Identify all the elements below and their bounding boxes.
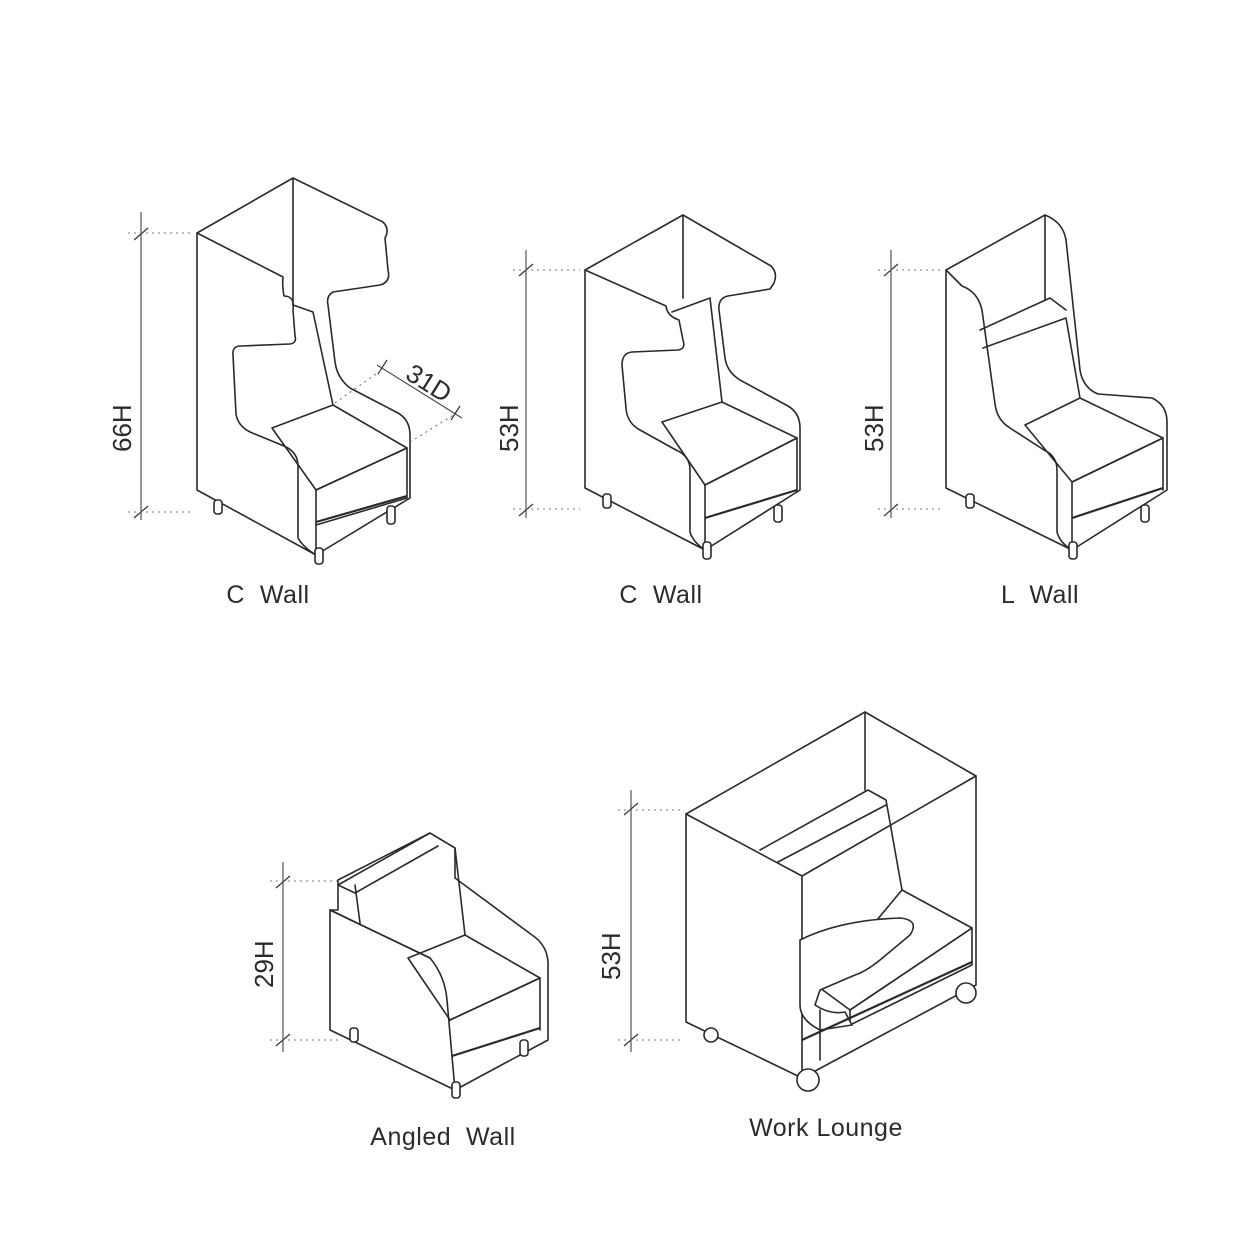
c-wall-66h-diagram: 31D 66H C Wall bbox=[107, 177, 463, 609]
angled-wall-29h-diagram: 29H Angled Wall bbox=[249, 832, 549, 1151]
l-wall-53h-label: L Wall bbox=[1001, 581, 1079, 609]
c-wall-66h-depth: 31D bbox=[401, 358, 457, 409]
angled-wall-29h-height: 29H bbox=[249, 940, 279, 988]
angled-wall-29h-label: Angled Wall bbox=[370, 1123, 515, 1151]
c-wall-66h-label: C Wall bbox=[226, 581, 309, 609]
work-lounge-53h-label: Work Lounge bbox=[749, 1114, 903, 1142]
c-wall-53h-height: 53H bbox=[494, 404, 524, 452]
l-wall-53h-diagram: 53H L Wall bbox=[859, 214, 1168, 609]
c-wall-66h-height: 66H bbox=[107, 404, 137, 452]
l-wall-53h-height: 53H bbox=[859, 404, 889, 452]
c-wall-53h-diagram: 53H C Wall bbox=[494, 214, 801, 609]
work-lounge-53h-height: 53H bbox=[596, 932, 626, 980]
work-lounge-53h-diagram: 53H Work Lounge bbox=[596, 711, 977, 1142]
c-wall-53h-label: C Wall bbox=[619, 581, 702, 609]
